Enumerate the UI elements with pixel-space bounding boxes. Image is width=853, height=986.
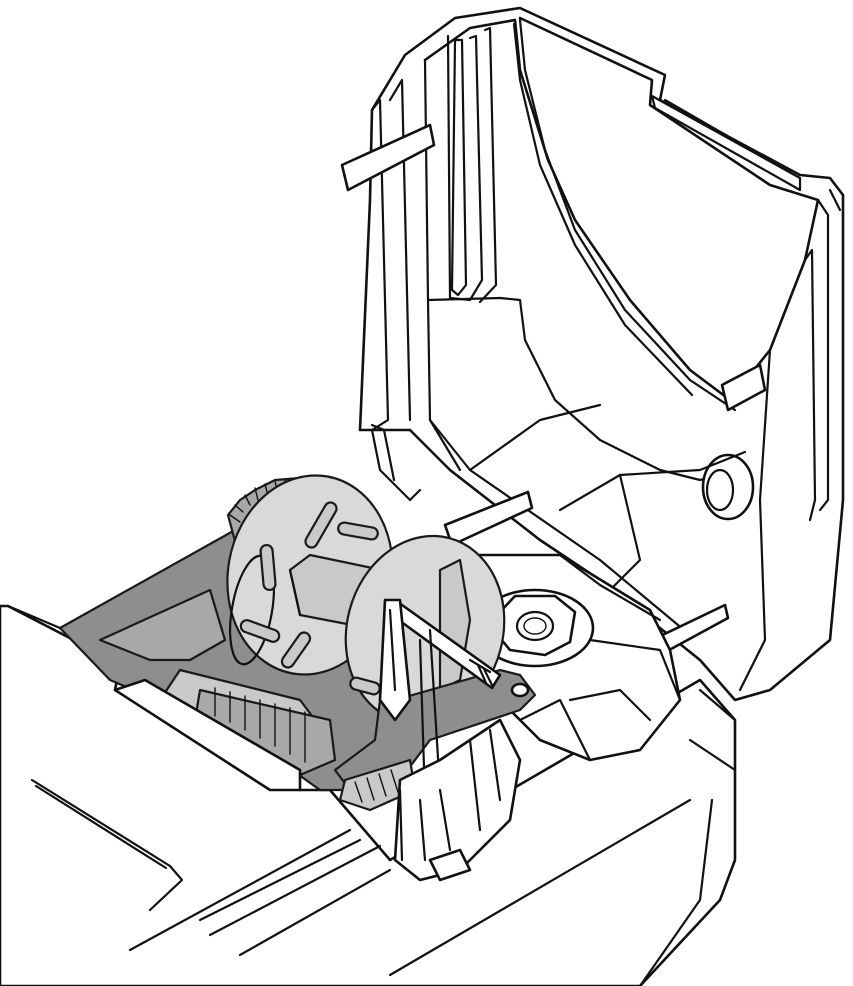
base-edge bbox=[6, 604, 62, 630]
printer-lid bbox=[340, 6, 845, 702]
lid-boss-icon bbox=[701, 453, 755, 521]
hex-nut-icon bbox=[493, 594, 577, 657]
front-opening bbox=[393, 698, 592, 882]
